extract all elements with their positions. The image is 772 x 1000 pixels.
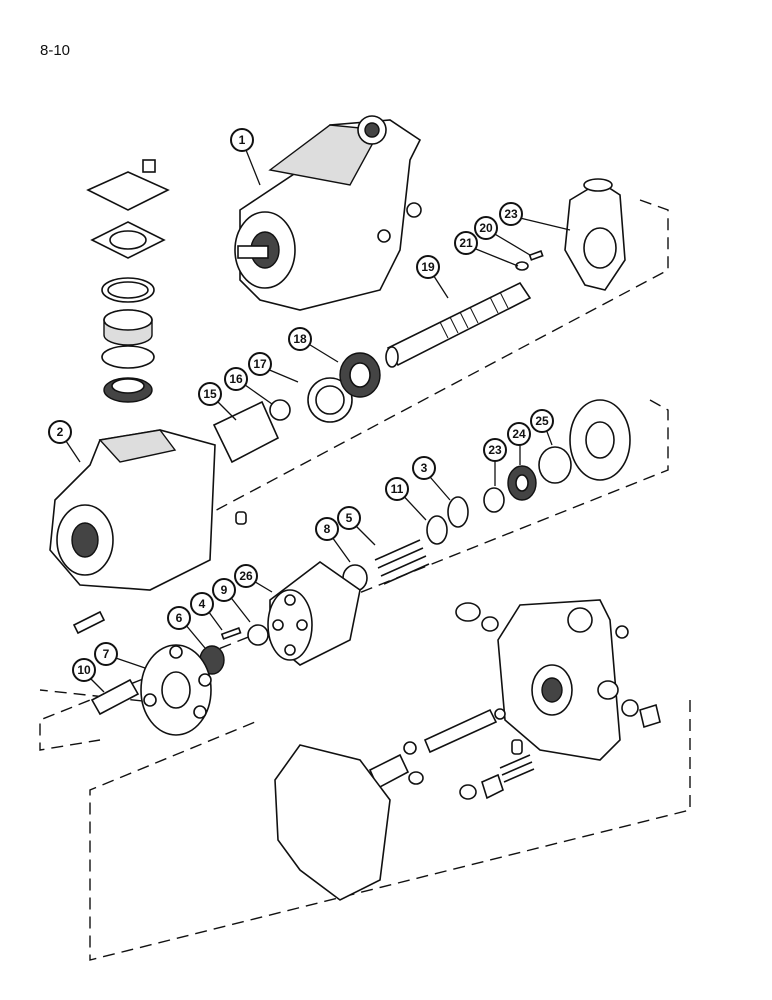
svg-text:25: 25 xyxy=(535,414,549,428)
svg-text:1: 1 xyxy=(239,133,246,147)
svg-text:16: 16 xyxy=(229,372,243,386)
callout-16: 16 xyxy=(224,367,248,391)
small-bearing-part xyxy=(515,261,529,271)
control-spool-parts xyxy=(368,708,535,800)
svg-text:15: 15 xyxy=(203,387,217,401)
drive-shaft-part xyxy=(385,281,532,368)
callout-3: 3 xyxy=(412,456,436,480)
swashplate-shoe-parts xyxy=(90,624,269,736)
svg-text:9: 9 xyxy=(221,583,228,597)
svg-text:23: 23 xyxy=(504,207,518,221)
svg-text:2: 2 xyxy=(57,425,64,439)
callout-2: 2 xyxy=(48,420,72,444)
callout-25: 25 xyxy=(530,409,554,433)
callout-17: 17 xyxy=(248,352,272,376)
callout-19: 19 xyxy=(416,255,440,279)
cover-stack-parts xyxy=(86,159,170,403)
svg-text:20: 20 xyxy=(479,221,493,235)
end-gasket-part xyxy=(274,744,391,901)
svg-text:8: 8 xyxy=(324,522,331,536)
svg-text:11: 11 xyxy=(391,482,404,496)
bolt-part xyxy=(72,610,106,635)
callout-18: 18 xyxy=(288,327,312,351)
bearing-valve-plate-parts xyxy=(483,399,631,513)
callout-15: 15 xyxy=(198,382,222,406)
svg-text:24: 24 xyxy=(512,427,526,441)
spring-washer-set-parts xyxy=(342,496,469,592)
callout-24: 24 xyxy=(507,422,531,446)
callout-23-top: 23 xyxy=(499,202,523,226)
end-cover-assembly-part xyxy=(455,599,661,761)
svg-text:7: 7 xyxy=(103,647,110,661)
svg-text:3: 3 xyxy=(421,461,428,475)
svg-text:4: 4 xyxy=(199,597,206,611)
callout-1: 1 xyxy=(230,128,254,152)
callout-4: 4 xyxy=(190,592,214,616)
callout-10: 11 xyxy=(385,477,409,501)
spring-bearing-set-parts xyxy=(212,352,381,464)
servo-housing-part xyxy=(564,178,626,291)
callout-26: 26 xyxy=(234,564,258,588)
callout-7: 7 xyxy=(94,642,118,666)
callout-21: 21 xyxy=(454,231,478,255)
callout-20: 20 xyxy=(474,216,498,240)
cylinder-barrel-part xyxy=(267,561,361,666)
callout-8: 8 xyxy=(315,517,339,541)
svg-text:23: 23 xyxy=(488,443,502,457)
svg-text:10: 10 xyxy=(77,663,91,677)
svg-text:18: 18 xyxy=(293,332,307,346)
pin-part xyxy=(528,250,544,261)
page-number: 8-10 xyxy=(40,42,71,59)
callout-23-mid: 23 xyxy=(483,438,507,462)
svg-text:17: 17 xyxy=(253,357,267,371)
callout-5: 5 xyxy=(337,506,361,530)
svg-text:5: 5 xyxy=(346,511,353,525)
svg-text:26: 26 xyxy=(239,569,253,583)
callout-6: 6 xyxy=(167,606,191,630)
pump-housing-part xyxy=(49,429,247,591)
svg-text:19: 19 xyxy=(421,260,435,274)
svg-text:6: 6 xyxy=(176,611,183,625)
svg-text:21: 21 xyxy=(459,236,473,250)
pump-assembly-part xyxy=(234,115,422,311)
callout-9: 9 xyxy=(212,578,236,602)
callout-11: 10 xyxy=(72,658,96,682)
